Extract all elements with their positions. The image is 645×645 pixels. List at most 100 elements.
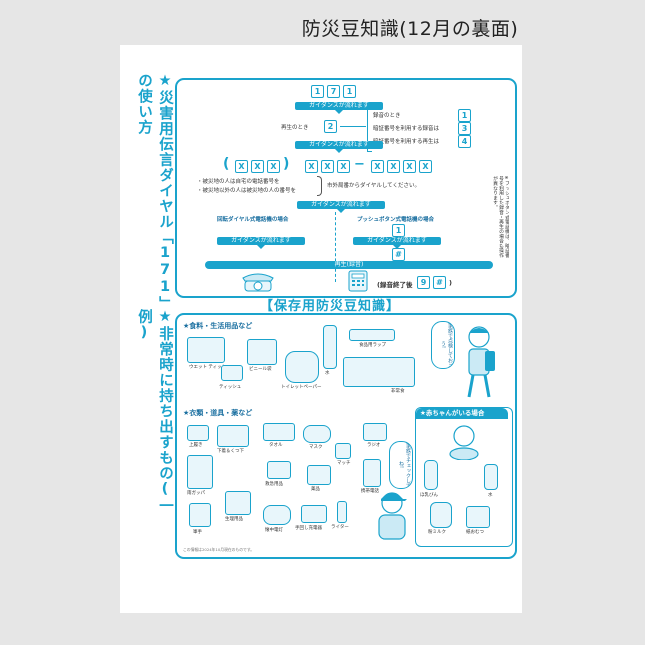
column-divider (335, 212, 336, 282)
push-key-hash: # (392, 248, 405, 261)
dial-digit-1b: 1 (343, 85, 356, 98)
cloth-item-label: 生理用品 (225, 517, 243, 522)
powdered-milk-icon (430, 502, 452, 528)
tissue-box-icon (221, 365, 243, 381)
baby-item-label: 水 (488, 493, 493, 498)
cloth-item-label: 軍手 (193, 530, 202, 535)
push-key-1: 1 (392, 224, 405, 237)
cloth-item-label: ラジオ (367, 443, 381, 448)
food-item-label: 水 (325, 371, 330, 376)
local-x-3: X (337, 160, 350, 173)
hand-crank-charger-icon (301, 505, 327, 523)
pin-play-number: 4 (458, 135, 471, 148)
local-x-2: X (321, 160, 334, 173)
cloth-item-label: マッチ (337, 461, 351, 466)
push-phone-icon (348, 270, 368, 292)
cloth-item-label: 薬品 (311, 487, 320, 492)
emergency-food-icon (343, 357, 415, 387)
cloth-item-label: 手回し充電器 (295, 526, 322, 531)
line-x-4: X (419, 160, 432, 173)
options-bracket (367, 108, 372, 152)
calendar-back-sheet: ★災害用伝言ダイヤル「171」の使い方 ★非常時に持ち出すもの(一例) 1 7 … (120, 45, 522, 613)
work-gloves-icon (189, 503, 211, 527)
title-emergency-items: ★非常時に持ち出すもの(一例) (136, 309, 173, 514)
cloth-item-label: 下着＆くつ下 (217, 449, 244, 454)
line-x-1: X (371, 160, 384, 173)
baby-icon (449, 425, 479, 460)
area-x-1: X (235, 160, 248, 173)
towel-icon (263, 423, 295, 441)
baby-item-label: 粉ミルク (428, 530, 446, 535)
dial-171-box: 1 7 1 ガイダンスが流れます 録音のとき 1 再生のとき 2 暗証番号を利用… (175, 78, 517, 298)
guidance-banner-rotary: ガイダンスが流れます (217, 237, 305, 249)
finish-close: ) (449, 279, 452, 287)
area-x-3: X (267, 160, 280, 173)
baby-water-icon (484, 464, 498, 490)
dial-digit-1: 1 (311, 85, 324, 98)
cloth-item-label: タオル (269, 443, 283, 448)
radio-icon (363, 423, 387, 441)
finish-key-hash: # (433, 276, 446, 289)
rotary-phone-icon (242, 273, 274, 292)
local-x-1: X (305, 160, 318, 173)
mask-icon (303, 425, 331, 443)
underwear-socks-icon (217, 425, 249, 447)
guidance-banner-1: ガイダンスが流れます (295, 102, 383, 114)
paren-close: ) (283, 156, 290, 172)
play-label: 再生のとき (281, 125, 309, 131)
note-victim: ・被災地の人は自宅の電話番号を (197, 179, 280, 185)
speech-bubble-bottom: 家族でチェックしてね! (389, 441, 413, 489)
hoard-header: 【保存用防災豆知識】 (260, 299, 401, 314)
plastic-bag-icon (247, 339, 277, 365)
medicine-icon (307, 465, 331, 485)
record-number: 1 (458, 109, 471, 122)
baby-section: ★赤ちゃんがいる場合 ほ乳びん 水 紙おむつ 粉ミルク (415, 407, 513, 547)
push-title: プッシュボタン式電話機の場合 (357, 217, 435, 223)
note-area-code: 市外局番からダイヤルしてください。 (327, 183, 421, 189)
number-dash: − (354, 157, 365, 172)
flashlight-icon (263, 505, 291, 525)
cloth-item-label: 懐中電灯 (265, 528, 283, 533)
hoard-box: ★食料・生活用品など ウエット ティッシュ ビニール袋 ティッシュ トイレットペ… (175, 313, 517, 559)
man-with-cap-icon (378, 492, 407, 540)
guidance-banner-push: ガイダンスが流れます (353, 237, 441, 249)
food-item-label: ティッシュ (219, 385, 242, 390)
dial-digit-7: 7 (327, 85, 340, 98)
diaper-icon (466, 506, 490, 528)
food-item-label: 非常食 (391, 389, 405, 394)
paren-open: ( (223, 156, 230, 172)
first-aid-kit-icon (267, 461, 291, 479)
playback-bar: 再生(録音) (205, 261, 493, 269)
pin-play-label: 暗証番号を利用する再生は (373, 139, 440, 145)
food-section-title: ★食料・生活用品など (183, 322, 253, 330)
pin-record-label: 暗証番号を利用する録音は (373, 126, 440, 132)
line-x-3: X (403, 160, 416, 173)
indoor-shoes-icon (187, 425, 209, 441)
rotary-title: 回転ダイヤル式電話機の場合 (217, 217, 289, 223)
food-wrap-icon (349, 329, 395, 341)
pin-record-number: 3 (458, 122, 471, 135)
speech-bubble-top: 家族で点検しておこう! (431, 321, 455, 369)
baby-section-title: ★赤ちゃんがいる場合 (416, 408, 508, 419)
cloth-item-label: 携帯電話 (361, 489, 379, 494)
note-brace (317, 176, 322, 196)
record-label: 録音のとき (373, 113, 401, 119)
matches-icon (335, 443, 351, 459)
play-number: 2 (324, 120, 337, 133)
cloth-item-label: 雨ガッパ (187, 491, 205, 496)
area-x-2: X (251, 160, 264, 173)
mobile-phone-icon (363, 459, 381, 487)
branch-arrow-left (317, 208, 351, 215)
sanitary-goods-icon (225, 491, 251, 515)
page-title: 防災豆知識(12月の裏面) (301, 18, 519, 40)
note-non-victim: ・被災地以外の人は被災地の人の番号を (197, 188, 297, 194)
food-item-label: ビニール袋 (249, 367, 272, 372)
baby-item-label: ほ乳びん (420, 493, 438, 498)
cloth-item-label: 上履き (189, 443, 203, 448)
footer-note: この情報は2024年10月現在のものです。 (183, 547, 255, 552)
water-bottle-icon (323, 325, 337, 369)
cloth-item-label: 救急用品 (265, 482, 283, 487)
cloth-item-label: マスク (309, 445, 323, 450)
finish-label: (録音終了後 (377, 281, 413, 289)
play-connector (340, 126, 366, 127)
